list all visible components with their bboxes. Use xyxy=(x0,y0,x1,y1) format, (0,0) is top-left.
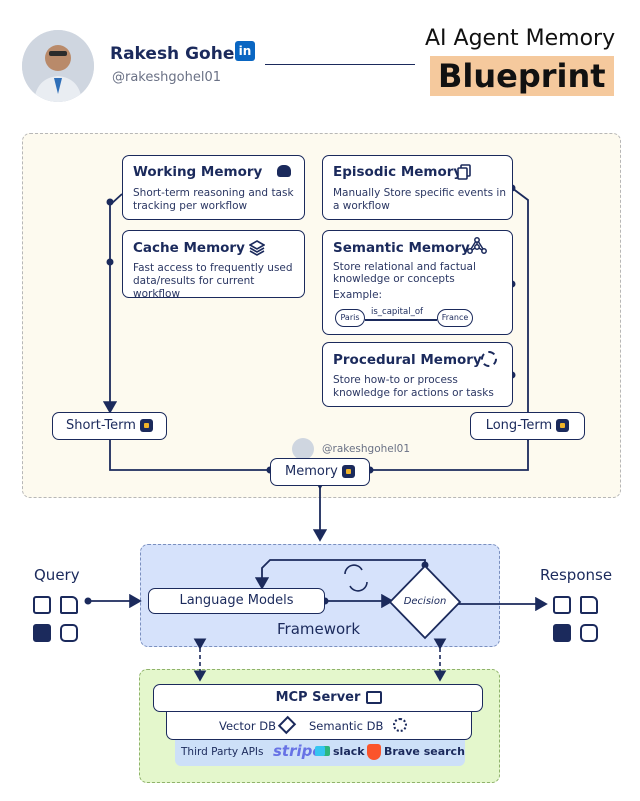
mcp-server-label: MCP Server xyxy=(275,690,361,705)
long-term-pill: Long-Term xyxy=(470,412,585,440)
procedural-memory-desc-1: Store how-to or process xyxy=(333,374,458,386)
working-memory-title: Working Memory xyxy=(133,164,263,180)
semantic-example-label: Example: xyxy=(333,289,383,301)
working-memory-card: Working Memory Short-term reasoning and … xyxy=(122,155,305,220)
semantic-memory-title: Semantic Memory xyxy=(333,240,470,256)
header-divider xyxy=(265,64,415,65)
files-icon xyxy=(580,596,598,614)
episodic-memory-desc-2: a workflow xyxy=(333,200,390,212)
procedural-memory-title: Procedural Memory xyxy=(333,352,482,368)
long-term-label: Long-Term xyxy=(485,418,553,433)
chip-icon xyxy=(556,419,570,432)
slack-icon xyxy=(315,746,325,756)
brave-logo: Brave search xyxy=(384,745,465,758)
working-memory-desc-1: Short-term reasoning and task xyxy=(133,187,294,199)
cache-memory-desc-2: data/results for current workflow xyxy=(133,275,255,300)
episodic-memory-title: Episodic Memory xyxy=(333,164,463,180)
memory-hub-label: Memory xyxy=(284,464,338,479)
decision-diamond xyxy=(388,564,462,640)
cache-memory-desc-1: Fast access to frequently used xyxy=(133,262,293,274)
short-term-label: Short-Term xyxy=(65,418,136,433)
message-icon xyxy=(33,596,51,614)
third-party-label: Third Party APIs xyxy=(181,746,264,758)
cache-memory-card: Cache Memory Fast access to frequently u… xyxy=(122,230,305,300)
response-label: Response xyxy=(540,566,613,584)
graph-icon xyxy=(393,718,407,732)
image-icon xyxy=(33,624,51,642)
brave-icon xyxy=(367,744,381,760)
image-icon xyxy=(553,624,571,642)
cache-memory-title: Cache Memory xyxy=(133,240,245,256)
short-term-pill: Short-Term xyxy=(52,412,167,440)
author-avatar xyxy=(22,30,94,102)
film-icon xyxy=(60,624,78,642)
decision-label: Decision xyxy=(403,596,447,607)
layers-icon xyxy=(249,240,265,256)
db-row: Vector DB Semantic DB xyxy=(166,712,472,740)
mcp-server-box: MCP Server xyxy=(153,684,483,712)
copy-icon xyxy=(457,164,471,180)
linkedin-icon[interactable]: in xyxy=(235,41,255,61)
chip-icon xyxy=(140,419,154,432)
working-memory-desc-2: tracking per workflow xyxy=(133,200,248,212)
files-icon xyxy=(60,596,78,614)
film-icon xyxy=(580,624,598,642)
memory-hub: Memory xyxy=(270,458,370,486)
slack-logo: slack xyxy=(333,745,365,758)
server-icon xyxy=(366,691,382,704)
relation-label: is_capital_of xyxy=(371,307,424,317)
vector-db-label: Vector DB xyxy=(219,719,277,733)
episodic-memory-desc-1: Manually Store specific events in xyxy=(333,187,507,199)
avatar-portrait xyxy=(22,30,94,102)
semantic-memory-desc-2: knowledge or concepts xyxy=(333,273,455,285)
network-icon xyxy=(467,237,487,254)
loader-icon xyxy=(481,351,497,367)
node-france: France xyxy=(437,309,473,327)
semantic-memory-card: Semantic Memory Store relational and fac… xyxy=(322,230,513,335)
procedural-memory-desc-2: knowledge for actions or tasks xyxy=(333,387,494,399)
page-title: AI Agent Memory xyxy=(425,26,616,51)
third-party-row: Third Party APIs stripe slack Brave sear… xyxy=(175,740,465,766)
cube-icon xyxy=(277,715,297,735)
helmet-icon xyxy=(277,165,291,177)
query-label: Query xyxy=(34,566,80,584)
node-paris: Paris xyxy=(335,309,365,327)
relation-arrow xyxy=(365,319,437,321)
framework-label: Framework xyxy=(277,620,361,638)
semantic-memory-desc-1: Store relational and factual xyxy=(333,261,476,273)
episodic-memory-card: Episodic Memory Manually Store specific … xyxy=(322,155,513,220)
message-icon xyxy=(553,596,571,614)
language-models-box: Language Models xyxy=(148,588,325,614)
author-name: Rakesh Gohel xyxy=(110,44,241,64)
stripe-logo: stripe xyxy=(273,742,323,760)
chip-icon xyxy=(342,465,355,478)
watermark-handle: @rakeshgohel01 xyxy=(322,443,411,455)
page-title-highlight: Blueprint xyxy=(430,56,614,96)
author-handle: @rakeshgohel01 xyxy=(112,70,221,85)
procedural-memory-card: Procedural Memory Store how-to or proces… xyxy=(322,342,513,407)
semantic-db-label: Semantic DB xyxy=(309,719,384,733)
watermark-avatar xyxy=(292,438,314,460)
